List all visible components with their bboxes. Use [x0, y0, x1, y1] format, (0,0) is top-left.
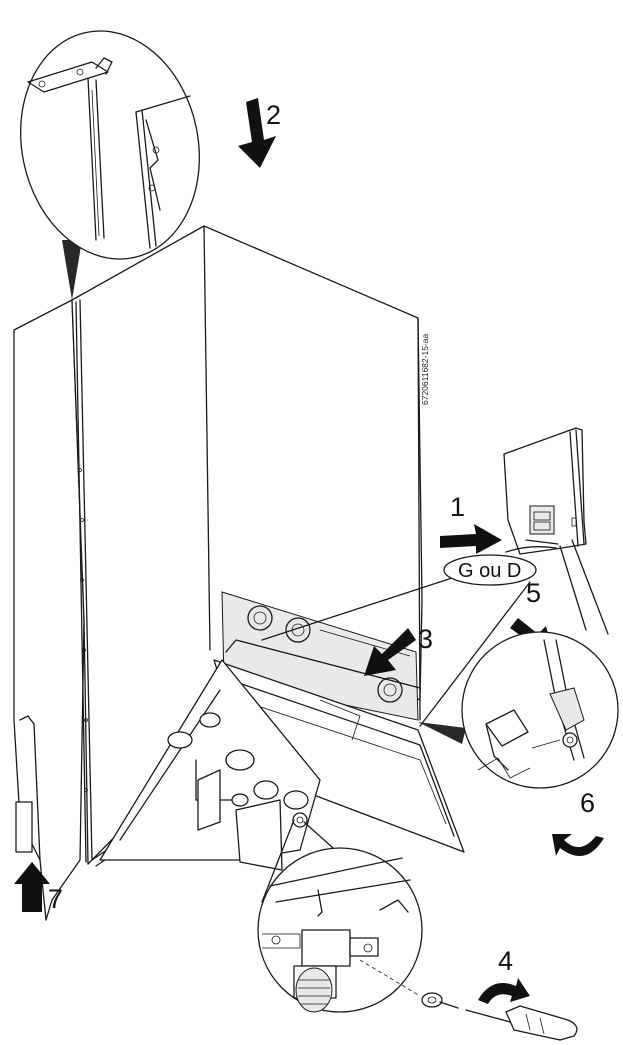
- removed-screw: [421, 992, 459, 1009]
- step-3-arrow: 3: [364, 624, 433, 676]
- step-3-label: 3: [418, 624, 433, 654]
- arrow-icon: [440, 524, 502, 554]
- step-6-label: 6: [580, 788, 595, 818]
- step-1-label: 1: [450, 492, 465, 522]
- panel-clip-part: [15, 801, 33, 853]
- step-4-label: 4: [498, 946, 513, 976]
- screwdriver-icon: [465, 1005, 578, 1041]
- detail-clip-right: [503, 427, 609, 635]
- arrow-icon: [238, 98, 276, 168]
- rotate-arrow-icon: [552, 834, 604, 856]
- arrow-icon: [364, 628, 416, 676]
- hydraulic-connections: [99, 659, 321, 871]
- rotate-arrow-icon: [478, 978, 530, 1004]
- detail-magnifier-lower-clip: [418, 631, 619, 789]
- detail-magnifier-screw: [257, 819, 423, 1013]
- arrow-icon: [14, 862, 50, 912]
- step-4-group: 4: [465, 946, 578, 1041]
- step-6-rotate: 6: [552, 788, 604, 856]
- step-1-arrow: 1: [440, 492, 502, 554]
- step-5-label: 5: [526, 578, 541, 608]
- step-2-label: 2: [266, 100, 281, 130]
- side-selection-callout: G ou D: [261, 554, 537, 727]
- step-2-arrow: 2: [238, 98, 281, 168]
- callout-label: G ou D: [458, 560, 521, 582]
- step-7-group: 7: [14, 801, 63, 914]
- reference-code: 6720611682-15-aa: [420, 334, 430, 405]
- step-7-label: 7: [48, 884, 63, 914]
- detail-magnifier-top-hook: [20, 30, 200, 300]
